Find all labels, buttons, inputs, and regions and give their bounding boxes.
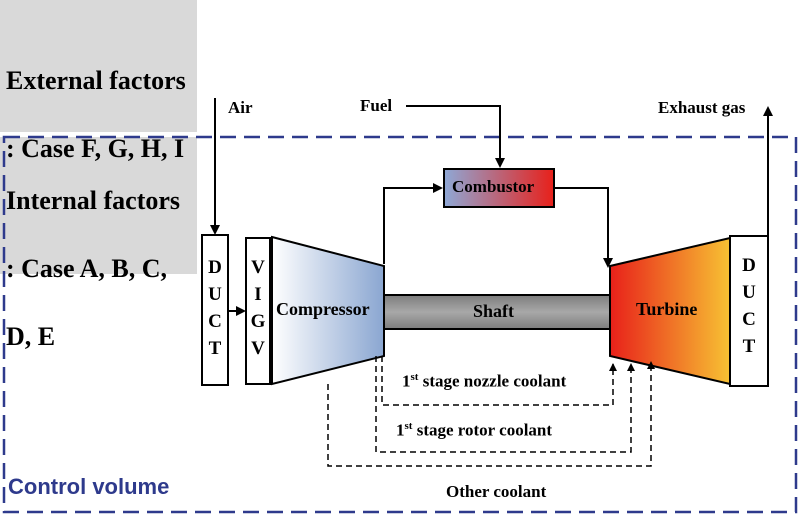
shaft	[383, 294, 611, 330]
vigv	[245, 237, 271, 385]
external-factors-panel	[0, 0, 197, 132]
internal-factors-cases-2: D, E	[6, 322, 56, 351]
internal-factors-title: Internal factors	[6, 186, 181, 215]
external-factors-text: External factors : Case F, G, H, I	[6, 30, 186, 200]
combustor-to-turbine-arrow	[554, 187, 613, 268]
rotor-coolant-label: 1st stage rotor coolant	[396, 420, 553, 440]
duct-right	[729, 235, 769, 387]
nozzle-coolant-line	[381, 356, 617, 406]
air-label: Air	[228, 98, 253, 117]
internal-factors-text: Internal factors : Case A, B, C, D, E	[6, 150, 180, 388]
nozzle-coolant-label: 1st stage nozzle coolant	[402, 371, 567, 391]
duct-right-label: D U C T	[742, 255, 756, 357]
external-factors-cases: : Case F, G, H, I	[6, 134, 185, 163]
compressor	[271, 235, 385, 386]
vigv-label: V I G V	[250, 257, 266, 359]
compressor-to-combustor-arrow	[383, 183, 443, 264]
internal-factors-cases-1: : Case A, B, C,	[6, 254, 168, 283]
compressor-label: Compressor	[276, 299, 370, 319]
exhaust-label: Exhaust gas	[658, 98, 746, 117]
other-coolant-line	[327, 361, 655, 467]
control-volume-label: Control volume	[8, 474, 170, 499]
fuel-label: Fuel	[360, 96, 393, 115]
fuel-flow-arrow	[406, 105, 505, 168]
external-factors-title: External factors	[6, 66, 186, 95]
internal-factors-panel	[0, 137, 197, 274]
other-coolant-label: Other coolant	[446, 482, 547, 501]
control-volume-boundary	[2, 135, 798, 514]
turbine-label: Turbine	[636, 299, 698, 319]
shaft-label: Shaft	[473, 301, 515, 321]
duct-left-label: D U C T	[208, 257, 222, 359]
combustor	[443, 168, 555, 208]
combustor-label: Combustor	[452, 177, 535, 196]
rotor-coolant-line	[375, 356, 635, 453]
